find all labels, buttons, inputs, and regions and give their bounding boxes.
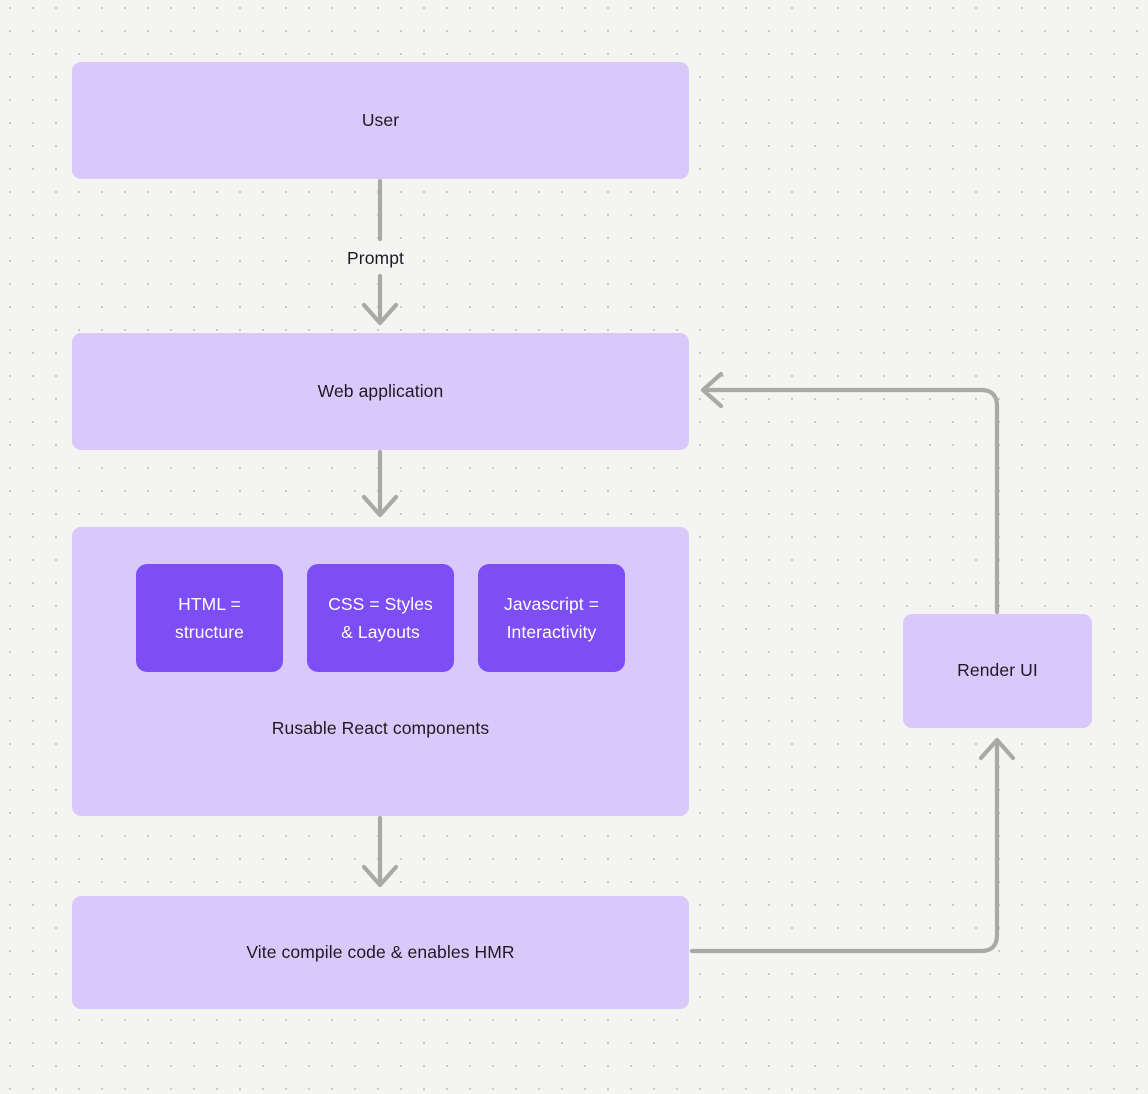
component-box-html-line1: HTML = [178, 593, 241, 614]
component-box-html[interactable]: HTML = structure [136, 564, 283, 672]
edge-components-to-vite [361, 815, 399, 888]
component-box-html-line2: structure [175, 622, 244, 642]
node-render-ui[interactable]: Render UI [903, 614, 1092, 728]
component-box-css[interactable]: CSS = Styles & Layouts [307, 564, 454, 672]
components-caption: Rusable React components [271, 718, 490, 738]
node-components[interactable]: HTML = structure CSS = Styles & Layouts … [72, 527, 689, 816]
component-box-javascript-line2: Interactivity [506, 622, 597, 642]
node-user-label: User [361, 109, 400, 130]
node-web-application[interactable]: Web application [72, 333, 689, 450]
node-render-ui-label: Render UI [957, 660, 1038, 681]
component-box-javascript-label: Javascript = Interactivity [504, 590, 599, 647]
edge-label-prompt: Prompt [341, 246, 411, 271]
edge-webapp-to-components [361, 449, 399, 518]
component-box-css-line1: CSS = Styles [328, 593, 433, 614]
component-box-css-label: CSS = Styles & Layouts [328, 590, 433, 647]
node-user[interactable]: User [72, 62, 689, 179]
edge-vite-to-renderui [689, 737, 1016, 954]
component-box-javascript[interactable]: Javascript = Interactivity [478, 564, 625, 672]
component-box-row: HTML = structure CSS = Styles & Layouts … [136, 564, 625, 672]
component-box-html-label: HTML = structure [175, 590, 244, 647]
edge-renderui-to-webapp [700, 371, 1000, 615]
node-web-application-label: Web application [317, 380, 444, 401]
component-box-css-line2: & Layouts [341, 622, 420, 642]
node-vite-label: Vite compile code & enables HMR [246, 941, 515, 962]
node-vite[interactable]: Vite compile code & enables HMR [72, 896, 689, 1009]
component-box-javascript-line1: Javascript = [503, 593, 600, 614]
